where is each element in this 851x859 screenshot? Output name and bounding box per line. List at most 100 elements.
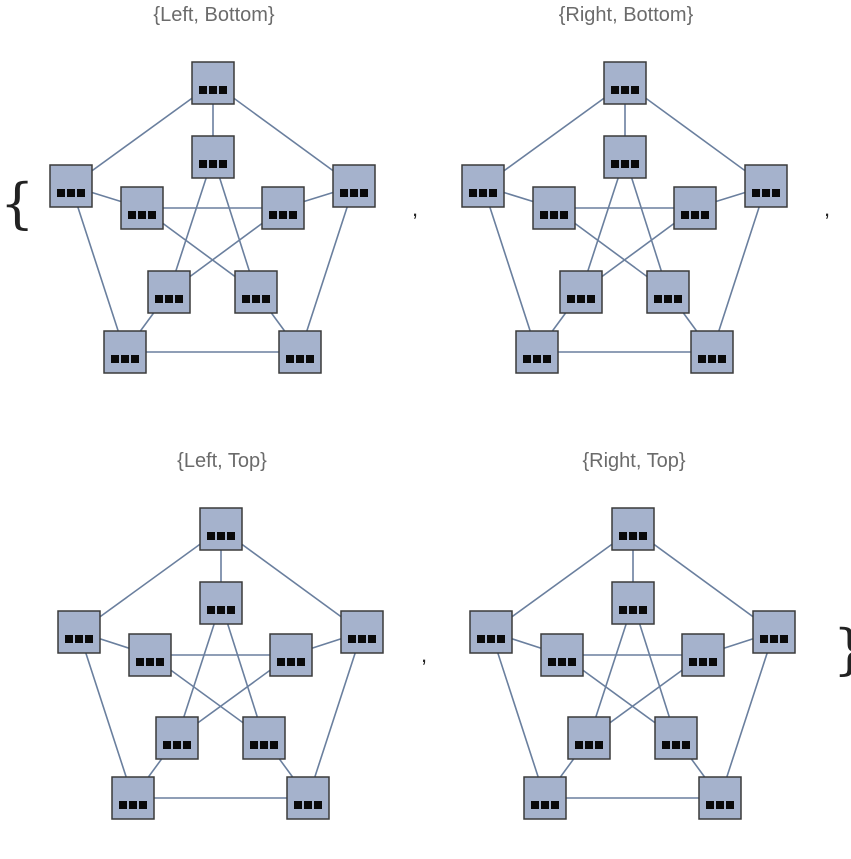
graph-vertex [673, 186, 717, 230]
ellipsis-icon [111, 355, 139, 363]
graph-edge [78, 528, 222, 633]
panel-left-top: {Left, Top} [57, 450, 384, 820]
panel-title: {Left, Bottom} [153, 4, 275, 26]
separator-comma-1: , [412, 196, 418, 221]
ellipsis-icon [689, 658, 717, 666]
separator-comma-3: , [421, 642, 427, 667]
vertex-box [559, 270, 603, 314]
graph-vertex [128, 633, 172, 677]
ellipsis-icon [611, 86, 639, 94]
panel-left-bottom: {Left, Bottom} [49, 4, 376, 374]
ellipsis-icon [523, 355, 551, 363]
graph-vertex [698, 776, 742, 820]
vertex-box [611, 507, 655, 551]
graph-vertex [49, 164, 93, 208]
ellipsis-icon [752, 189, 780, 197]
vertex-box [147, 270, 191, 314]
graph-edge [719, 631, 775, 799]
graph-vertex [603, 135, 647, 179]
graph-edge [299, 185, 355, 353]
ellipsis-icon [760, 635, 788, 643]
graph-vertex [261, 186, 305, 230]
graph-vertex [278, 330, 322, 374]
graph-edge [482, 185, 538, 353]
vertex-box [698, 776, 742, 820]
graph-edge [307, 631, 363, 799]
graph-vertex [611, 581, 655, 625]
vertex-box [646, 270, 690, 314]
panel-title: {Left, Top} [177, 450, 267, 472]
ellipsis-icon [662, 741, 690, 749]
panel-right-top: {Right, Top} [469, 450, 796, 820]
ellipsis-icon [128, 211, 156, 219]
vertex-box [603, 61, 647, 105]
graph-vertex [269, 633, 313, 677]
graph-edges [482, 82, 767, 353]
ellipsis-icon [269, 211, 297, 219]
ellipsis-icon [163, 741, 191, 749]
ellipsis-icon [207, 606, 235, 614]
graph-edge [70, 185, 126, 353]
graph-edges [490, 528, 775, 799]
graph-vertex [469, 610, 513, 654]
graph-vertices [49, 61, 376, 374]
graph-vertex [540, 633, 584, 677]
vertex-box [744, 164, 788, 208]
vertex-box [234, 270, 278, 314]
graph-vertex [461, 164, 505, 208]
vertex-box [532, 186, 576, 230]
vertex-box [269, 633, 313, 677]
vertex-box [49, 164, 93, 208]
graph-vertex [332, 164, 376, 208]
vertex-box [57, 610, 101, 654]
ellipsis-icon [199, 160, 227, 168]
ellipsis-icon [681, 211, 709, 219]
graph-vertex [242, 716, 286, 760]
vertex-box [191, 135, 235, 179]
ellipsis-icon [348, 635, 376, 643]
ellipsis-icon [155, 295, 183, 303]
vertex-box [128, 633, 172, 677]
graph-vertex [234, 270, 278, 314]
graph-edge [220, 602, 265, 739]
graph-vertex [646, 270, 690, 314]
graph-edge [632, 528, 775, 633]
graph-vertex [559, 270, 603, 314]
ellipsis-icon [698, 355, 726, 363]
vertex-box [469, 610, 513, 654]
graph-edge [588, 602, 634, 739]
vertex-box [340, 610, 384, 654]
ellipsis-icon [199, 86, 227, 94]
panel-title: {Right, Top} [582, 450, 685, 472]
graph-vertex [120, 186, 164, 230]
graph-vertices [461, 61, 788, 374]
vertex-box [567, 716, 611, 760]
ellipsis-icon [136, 658, 164, 666]
vertex-box [286, 776, 330, 820]
ellipsis-icon [575, 741, 603, 749]
vertex-box [540, 633, 584, 677]
graph-edge [482, 82, 626, 187]
ellipsis-icon [469, 189, 497, 197]
graph-vertex [199, 581, 243, 625]
vertex-box [278, 330, 322, 374]
graph-vertex [654, 716, 698, 760]
separator-comma-2: , [824, 196, 830, 221]
graph-vertex [523, 776, 567, 820]
graph-vertex [191, 135, 235, 179]
ellipsis-icon [619, 606, 647, 614]
graph-vertex [744, 164, 788, 208]
ellipsis-icon [340, 189, 368, 197]
graph-vertex [567, 716, 611, 760]
ellipsis-icon [477, 635, 505, 643]
graph-edge [624, 82, 767, 187]
vertex-box [199, 581, 243, 625]
ellipsis-icon [277, 658, 305, 666]
vertex-box [752, 610, 796, 654]
ellipsis-icon [654, 295, 682, 303]
ellipsis-icon [286, 355, 314, 363]
graph-vertex [111, 776, 155, 820]
graph-vertex [603, 61, 647, 105]
graph-edge [624, 156, 669, 293]
